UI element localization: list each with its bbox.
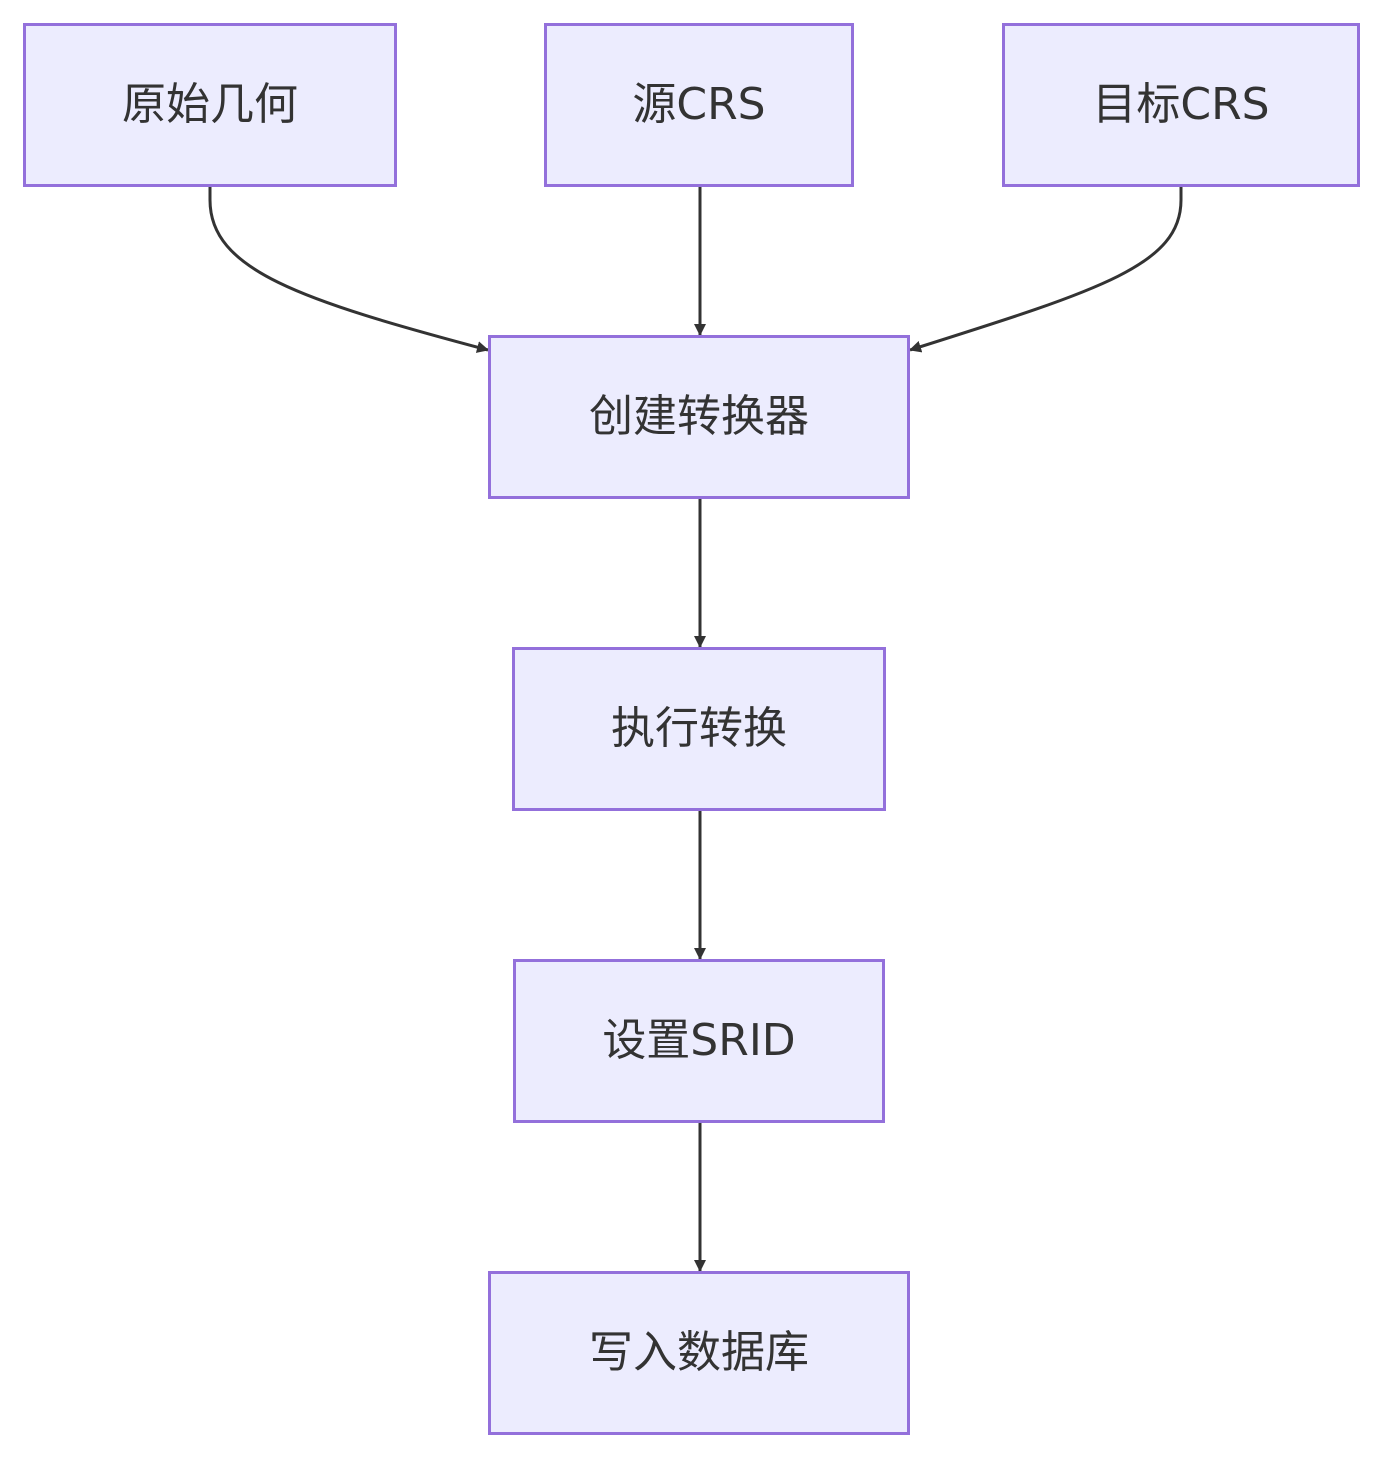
node-write-database: 写入数据库: [488, 1271, 910, 1435]
node-create-transformer: 创建转换器: [488, 335, 910, 499]
node-set-srid: 设置SRID: [513, 959, 885, 1123]
node-label: 源CRS: [632, 79, 766, 130]
node-source-crs: 源CRS: [544, 23, 854, 187]
node-target-crs: 目标CRS: [1002, 23, 1360, 187]
node-label: 执行转换: [611, 703, 787, 754]
node-original-geometry: 原始几何: [23, 23, 397, 187]
node-label: 原始几何: [122, 79, 298, 130]
node-label: 目标CRS: [1092, 79, 1270, 130]
edge-target-crs-to-create-transformer: [909, 187, 1183, 353]
edge-original-geometry-to-create-transformer: [208, 187, 489, 353]
node-label: 写入数据库: [589, 1327, 809, 1378]
node-label: 创建转换器: [589, 391, 809, 442]
node-label: 设置SRID: [602, 1015, 796, 1066]
node-execute-transform: 执行转换: [512, 647, 886, 811]
